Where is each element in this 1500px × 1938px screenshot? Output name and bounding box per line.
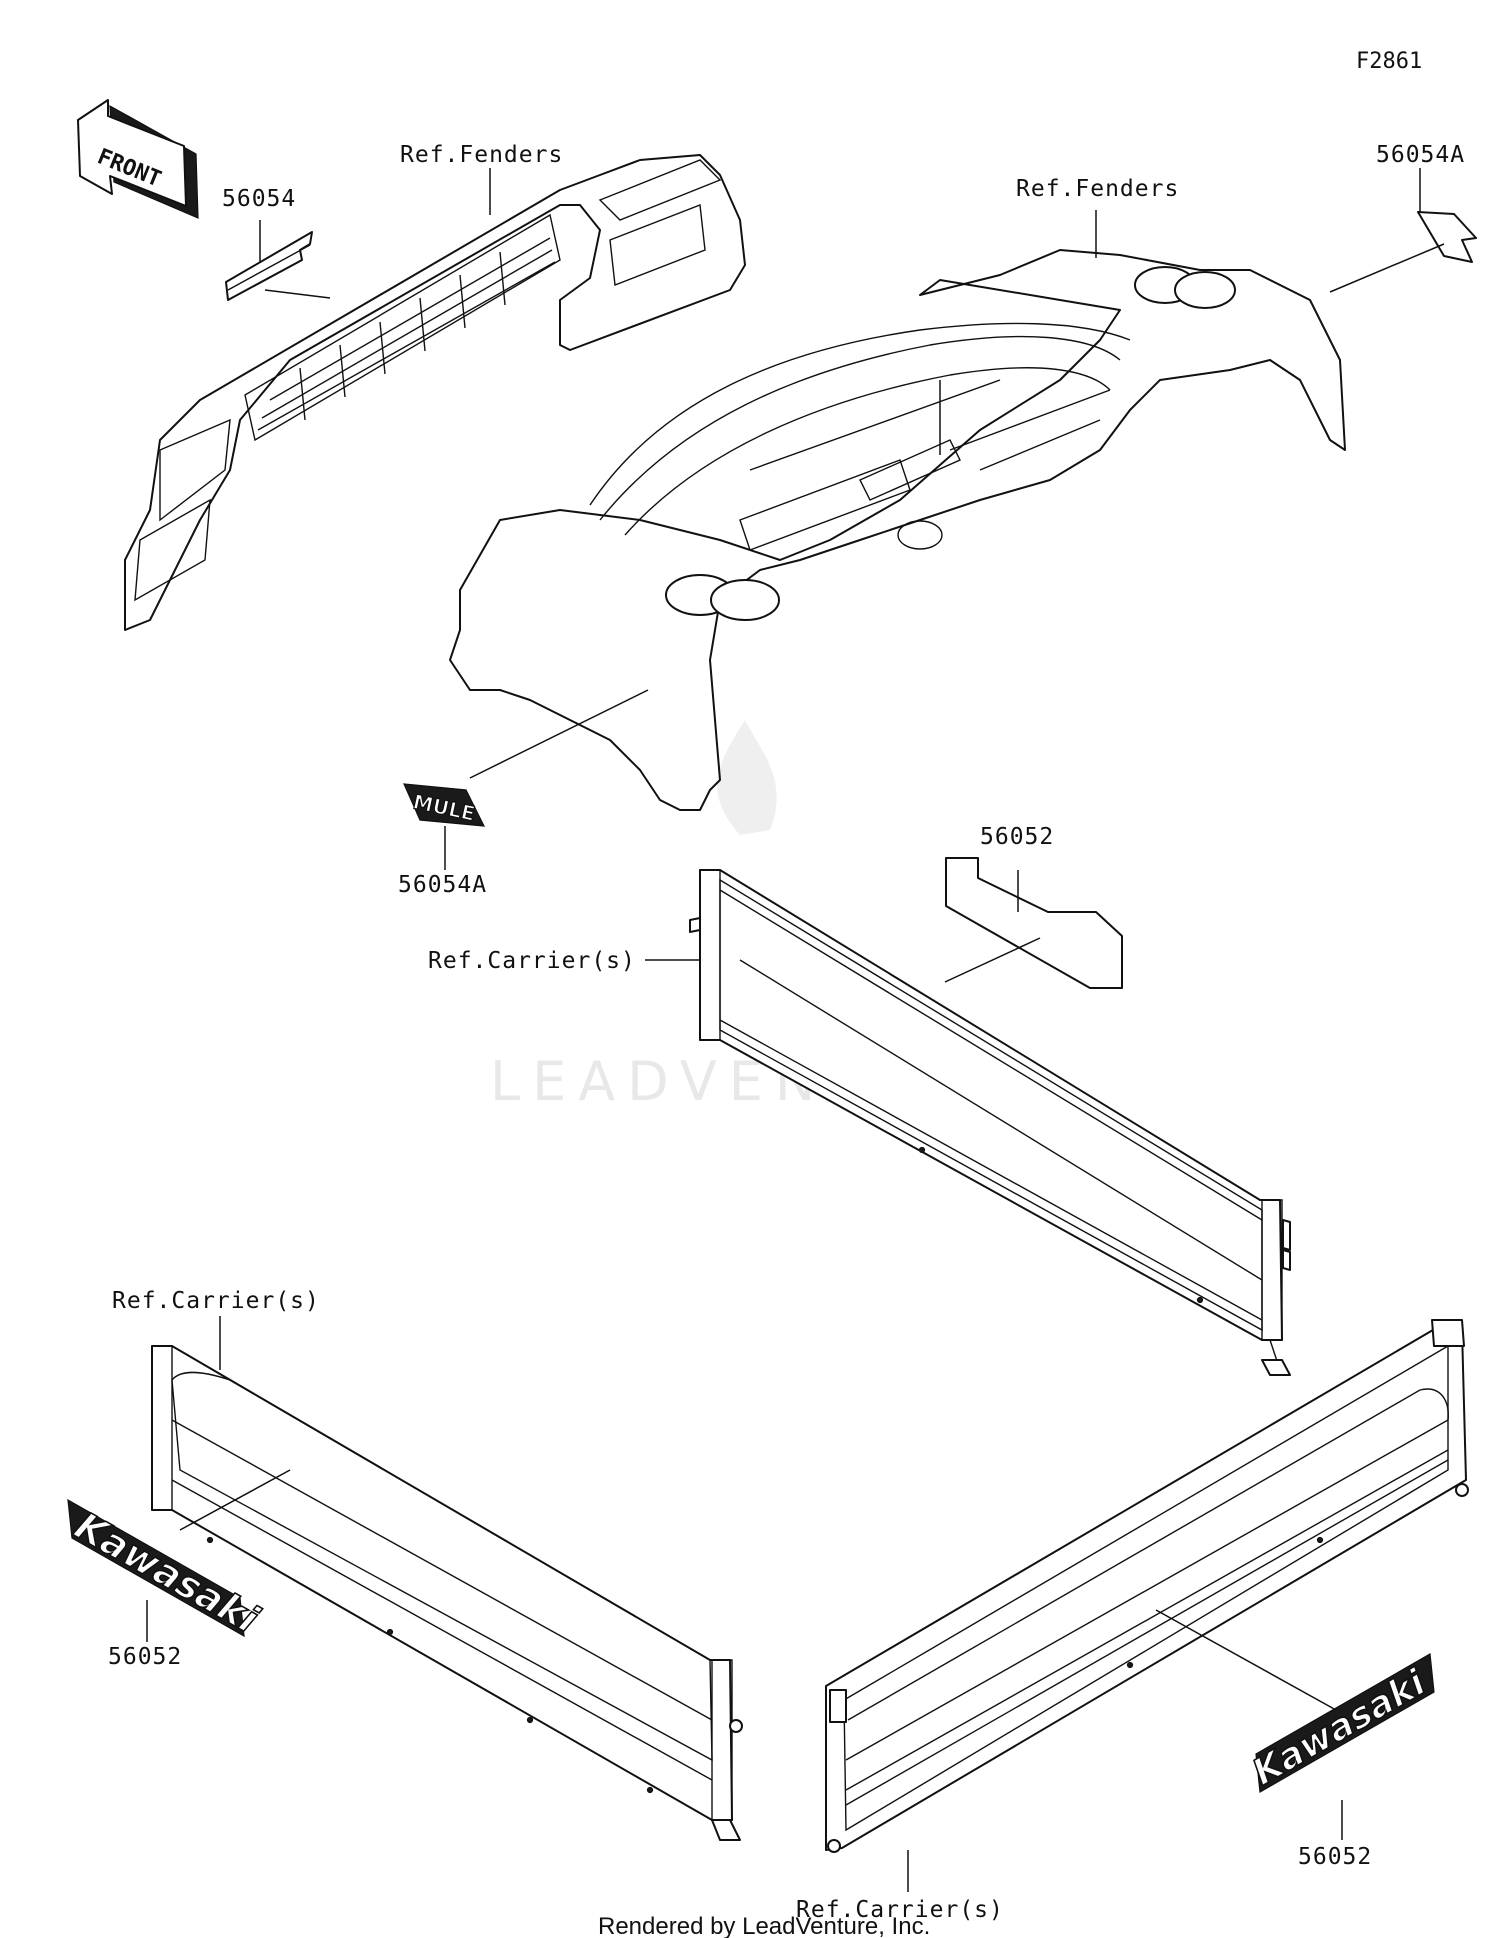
label-56054A-left: 56054A — [398, 872, 487, 898]
decal-56052-top — [945, 857, 1123, 989]
carrier-gate-right — [825, 1319, 1469, 1853]
decal-56054 — [225, 231, 313, 301]
mule-emblem: MULE — [403, 783, 486, 827]
label-56052-left: 56052 — [108, 1644, 182, 1670]
leader-lines — [146, 168, 1445, 1892]
footer-credit: Rendered by LeadVenture, Inc. — [598, 1913, 930, 1938]
carrier-gate-left — [151, 1345, 743, 1841]
svg-text:Kawasaki: Kawasaki — [1246, 1662, 1433, 1794]
label-ref-carrier-upper: Ref.Carrier(s) — [428, 948, 636, 974]
label-ref-fenders-left: Ref.Fenders — [400, 142, 563, 168]
front-fender-part — [124, 154, 746, 631]
rear-fender-part — [449, 249, 1346, 811]
label-56054A-top: 56054A — [1376, 142, 1465, 168]
decal-56054A-right — [1417, 211, 1477, 263]
figure-number: F2861 — [1356, 49, 1422, 74]
label-56052-right: 56052 — [1298, 1844, 1372, 1870]
front-arrow-icon: FRONT — [77, 99, 199, 219]
part-labels: 56054 Ref.Fenders Ref.Fenders 56054A 560… — [108, 142, 1465, 1923]
label-ref-fenders-right: Ref.Fenders — [1016, 176, 1179, 202]
label-ref-carrier-left: Ref.Carrier(s) — [112, 1288, 320, 1314]
label-56054: 56054 — [222, 186, 296, 212]
label-56052-top: 56052 — [980, 824, 1054, 850]
label-ref-carrier-bottom: Ref.Carrier(s) — [796, 1897, 1004, 1923]
carrier-gate-upper — [689, 869, 1291, 1376]
